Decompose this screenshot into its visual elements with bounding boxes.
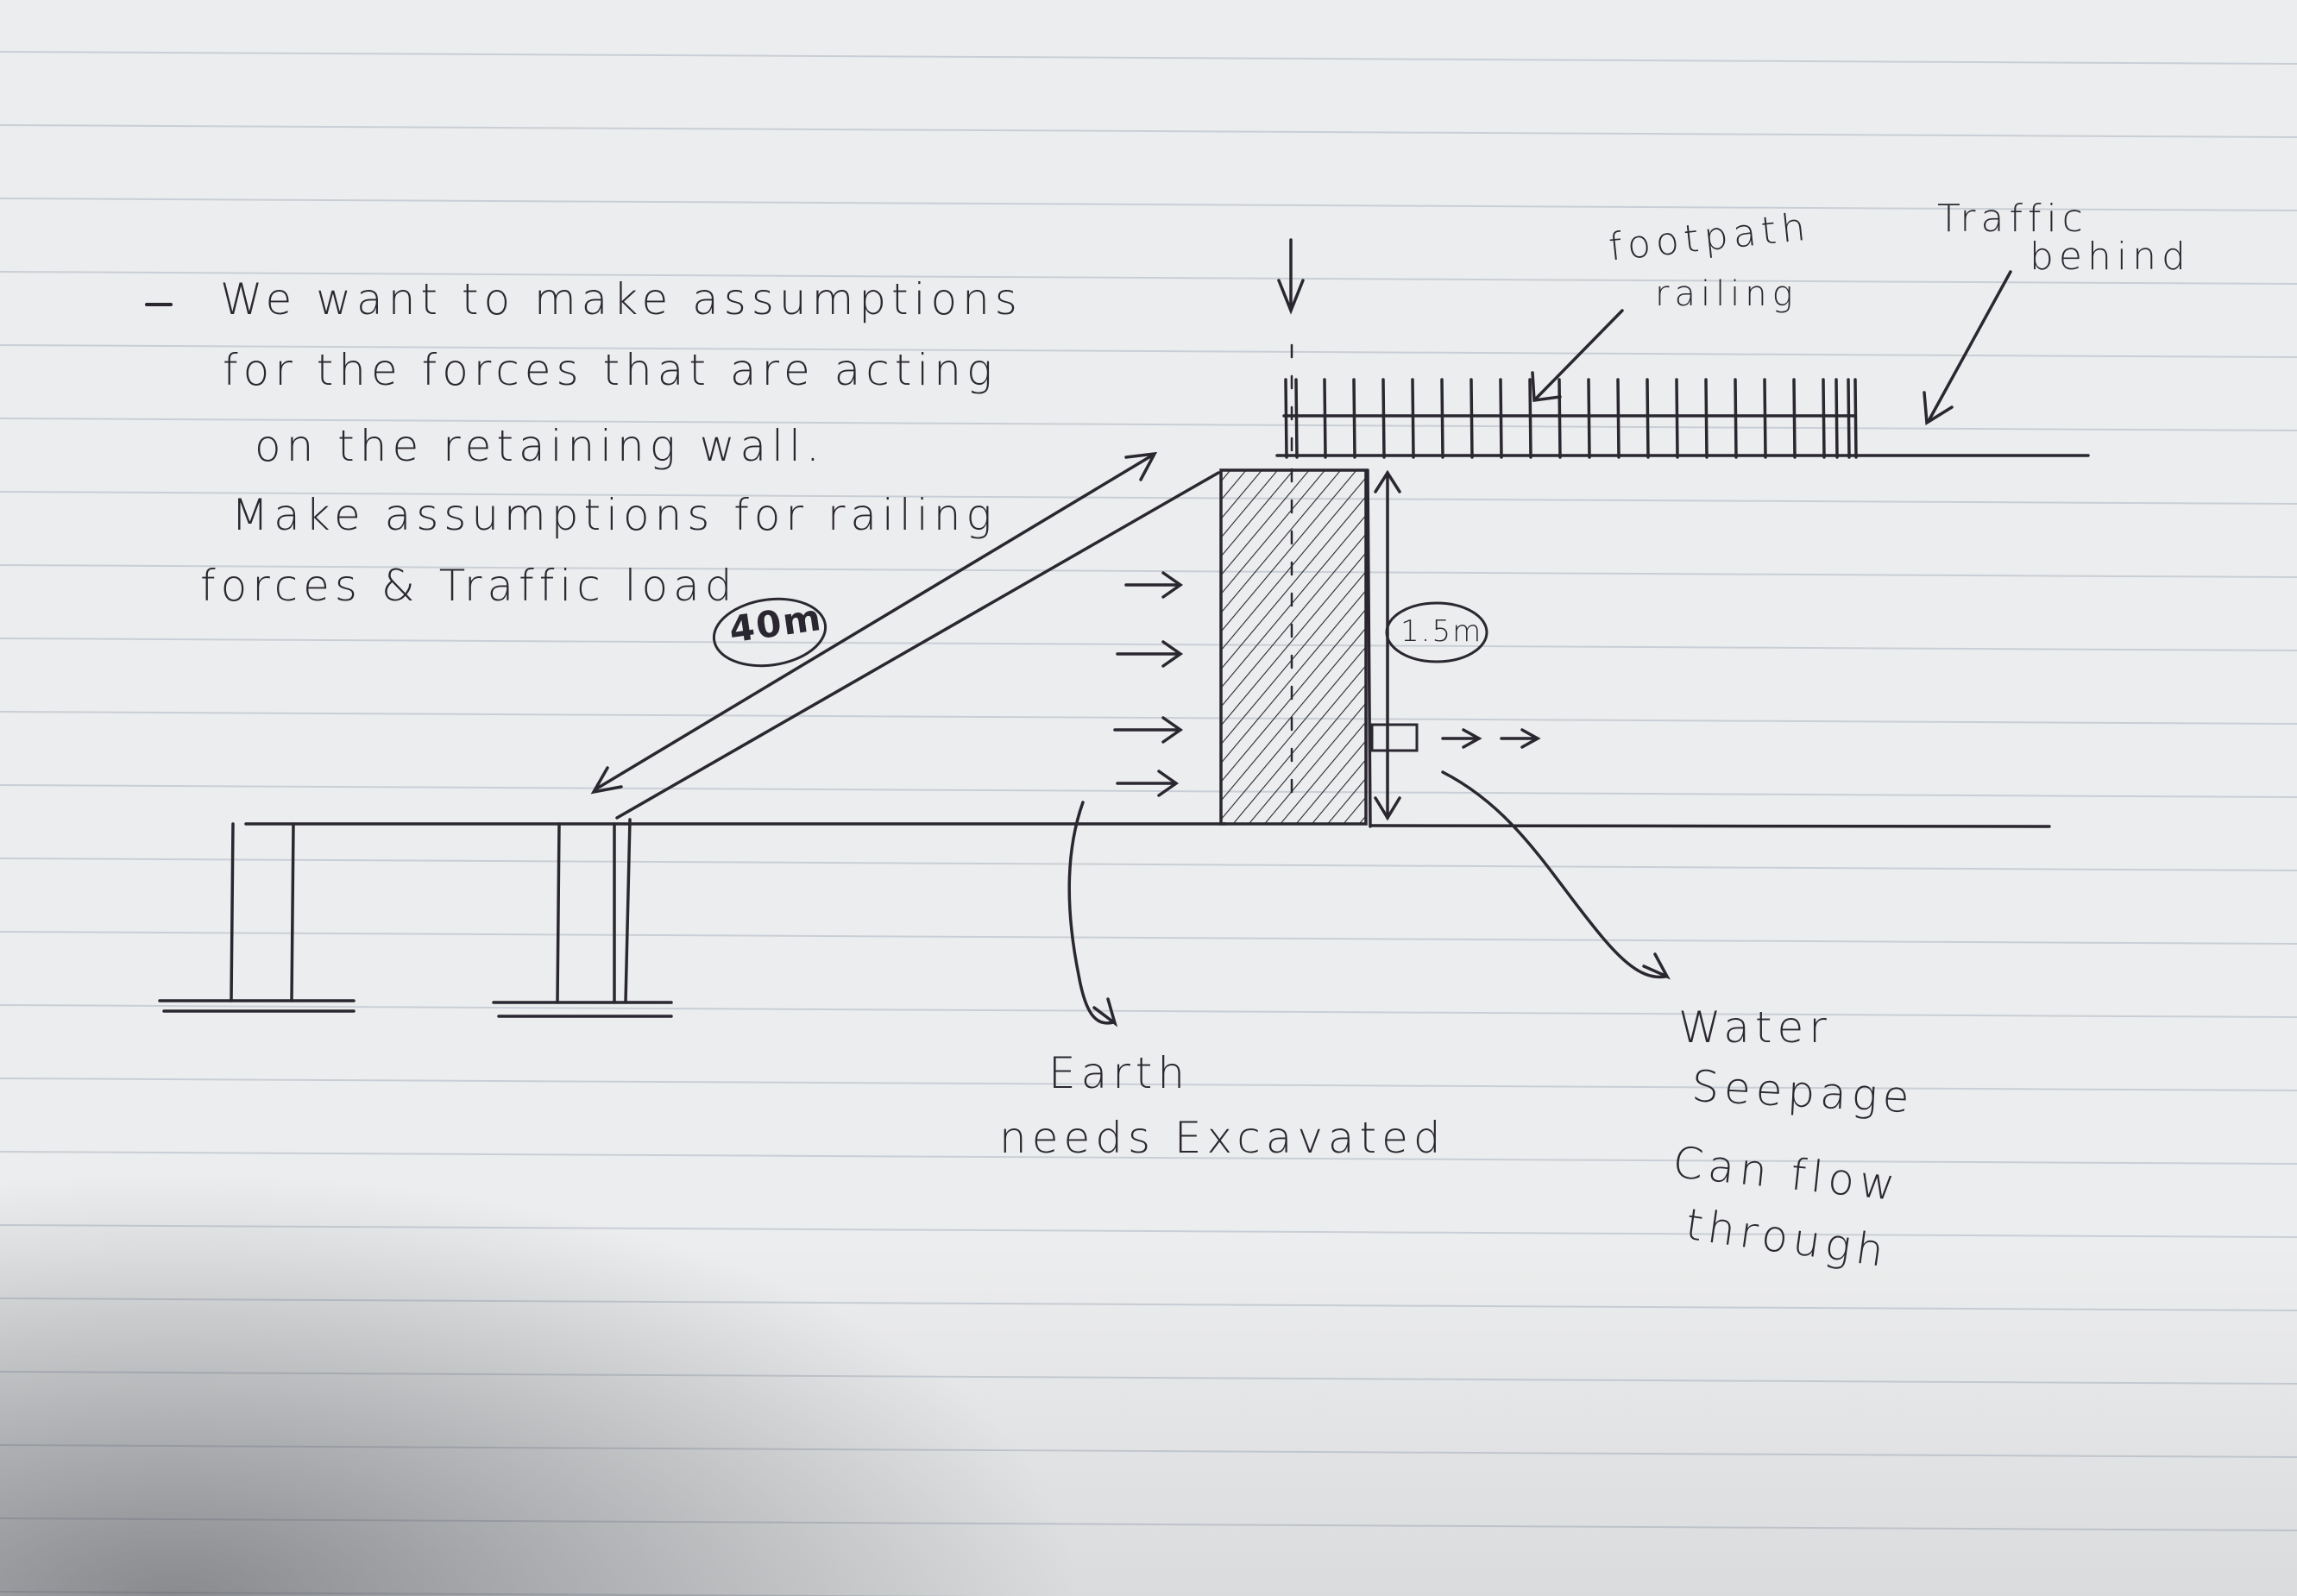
ruled-line [0, 1371, 2297, 1385]
ruled-line [0, 1298, 2297, 1311]
railing-post [1381, 378, 1386, 459]
railing-post [1847, 378, 1851, 459]
railing-post [1352, 378, 1356, 459]
ruled-line [0, 1591, 985, 1596]
railing-post [1704, 378, 1709, 459]
railing-post [1834, 378, 1839, 459]
leader-water [1441, 770, 1667, 979]
leader-earth [1067, 801, 1115, 1025]
arrowhead [1642, 952, 1671, 980]
ruled-line [0, 1517, 2297, 1531]
excavated-label: needs Excavated [999, 1113, 1446, 1163]
note-line-5: forces & Traffic load [200, 561, 738, 611]
ruled-line [0, 931, 2297, 945]
earth-pressure-arrows [1113, 571, 1184, 797]
railing-label: railing [1655, 274, 1798, 314]
support-post [290, 822, 295, 1002]
weep-hole [1370, 723, 1419, 752]
railing-post [1616, 378, 1620, 459]
support-post [230, 822, 235, 1002]
note-line-1: We want to make assumptions [220, 274, 1023, 324]
railing-post [1284, 378, 1288, 459]
railing-post [1440, 378, 1444, 459]
railing-post [1646, 378, 1650, 459]
retaining-wall [1219, 468, 1368, 826]
railing-post [1469, 378, 1474, 459]
railing-post [1528, 378, 1532, 459]
ruled-line [0, 784, 2297, 798]
railing-post [1558, 378, 1562, 459]
railing-post [1792, 378, 1797, 459]
ruled-line [0, 1444, 2297, 1458]
height-label: 1.5m [1400, 614, 1483, 649]
ruled-line [0, 711, 2297, 725]
railing-post [1822, 378, 1826, 459]
railing-post [1734, 378, 1738, 459]
note-line-2: for the forces that are acting [223, 345, 997, 395]
note-line-3: on the retaining wall. [255, 421, 825, 471]
ruled-line [0, 858, 2297, 871]
note-line-4: Make assumptions for railing [231, 490, 997, 540]
earth-label: Earth [1048, 1048, 1191, 1098]
ruled-line [0, 1224, 2297, 1238]
seepage-arrows [1441, 728, 1541, 749]
support-post [624, 818, 632, 1004]
support-post [556, 822, 561, 1004]
behind-label: behind [2030, 235, 2191, 279]
railing-post [1853, 378, 1858, 459]
ruled-line [0, 51, 2297, 65]
railing-posts [1284, 378, 1858, 459]
water-label: Water [1678, 1002, 1832, 1052]
backfill-face [1366, 468, 1372, 828]
ruled-line [0, 124, 2297, 138]
leader-traffic [1927, 270, 2012, 423]
railing-post [1294, 378, 1299, 459]
leader-footpath [1534, 309, 1624, 400]
ruled-line [0, 638, 2297, 651]
